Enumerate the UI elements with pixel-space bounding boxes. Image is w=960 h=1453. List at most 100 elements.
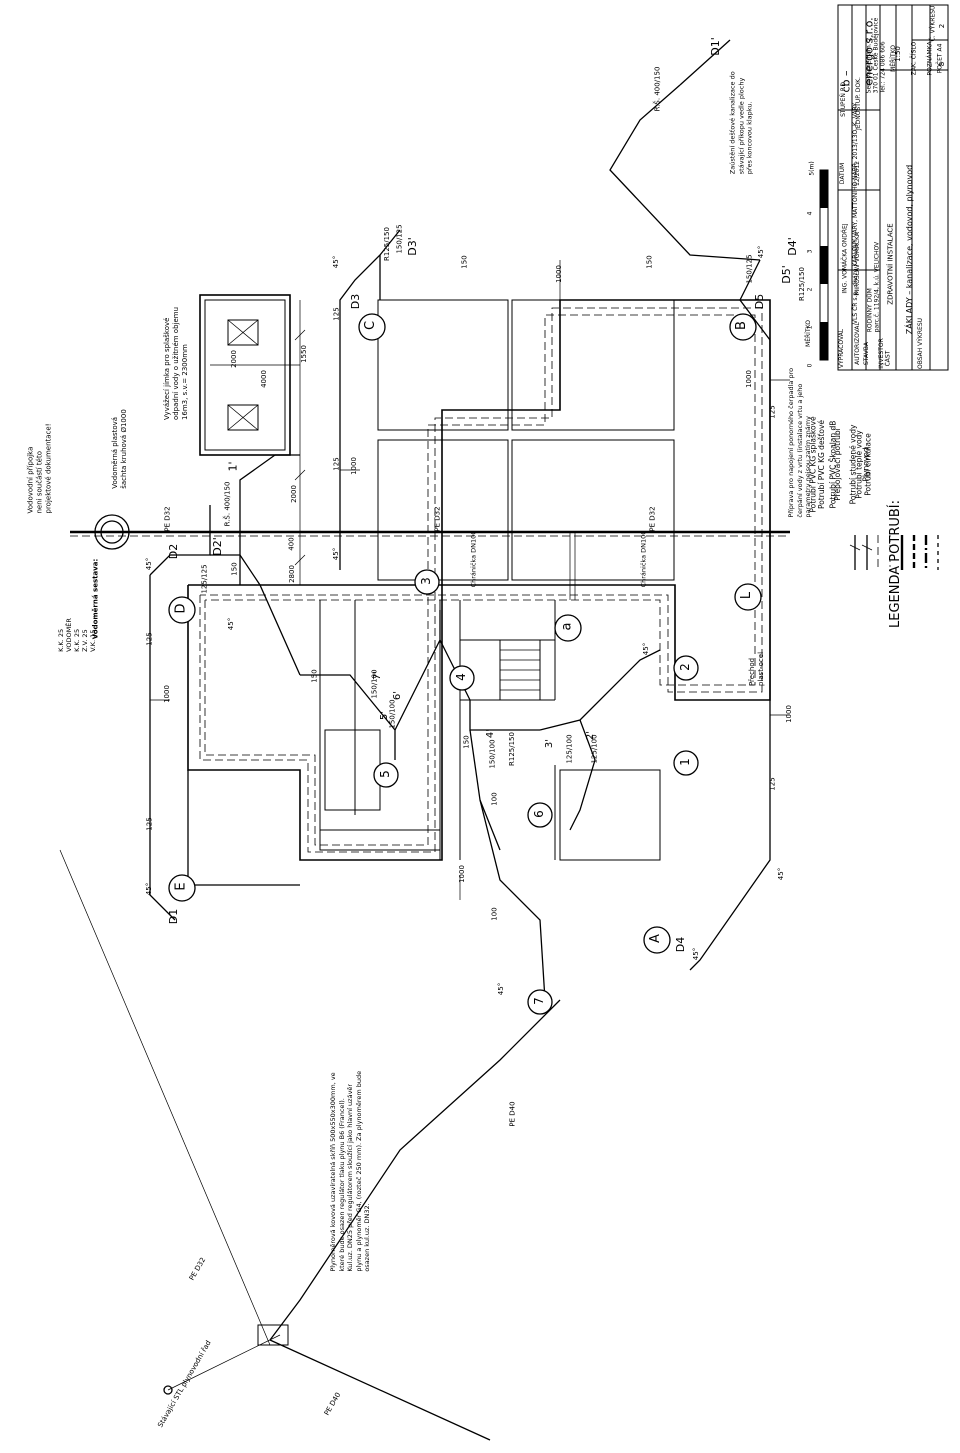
label-125: 125 [145,632,154,646]
label-150-100: 150/100 [488,739,497,769]
node-D5: D5 [753,293,767,310]
label-pe40: PE D40 [508,1101,517,1127]
septic-tank [199,294,300,456]
node-3p: 3' [544,738,556,749]
label-dim-1000: 1000 [554,265,563,283]
node-4p: 4' [485,728,497,739]
label-chranicka-1: Chránička DN100 [469,530,478,588]
label-150: 150 [230,562,239,576]
label-pe32-left: PE D32 [163,506,172,532]
label-r125-150: R125/150 [507,732,516,766]
label-pe32-gas: PE D32 [187,1256,208,1282]
note-vodomerna-sachta: Vodoměrná plastová šachta kruhová Ø1000 [110,409,128,489]
label-150: 150 [460,255,469,269]
label-150: 150 [645,255,654,269]
node-D3p: D3' [405,237,419,256]
tb-company-addr: Senovážné nám. 2 370 01 České Budějovice… [865,17,887,94]
scale-label: MĚŘÍTKO [804,320,812,347]
node-6: 6 [531,810,546,818]
node-D5p: D5' [779,265,793,284]
node-2: 2 [677,663,692,671]
label-dim-2800: 2800 [287,565,296,583]
tb-vypracoval-label: VYPRACOVAL [838,328,846,369]
node-D3: D3 [349,293,363,310]
tb-c-vykresu: 2 [938,23,947,29]
node-6p: 6' [392,690,404,701]
gas-line [59,849,561,1441]
label-r125-150: R125/150 [382,227,391,261]
dimension-lines [150,260,790,900]
label-pe40-gas: PE D40 [322,1391,343,1417]
label-45-deg: 45° [757,245,766,259]
label-pe32-right: PE D32 [648,506,657,532]
label-dim-2000: 2000 [229,350,238,368]
tb-stavba: RODINNÝ DŮM parc.č. 1192/4, k.ú. VELICHO… [866,241,881,333]
tb-cast: ZDRAVOTNÍ INSTALACE [886,223,895,305]
tb-pocet: 8 [938,61,947,67]
tb-datum-label: DATUM [839,162,847,185]
legend-item: Přepojovací potrubí [832,428,842,501]
label-150-125: 150/125 [745,254,754,284]
note-vodovodni-pripojka: Vodovodní přípojka neni součástí této pr… [26,423,53,514]
node-5p: 5' [379,710,391,721]
node-circles [168,313,762,1015]
note-plynomer: Plynoměrová kovová uzavíratelná skříň 50… [329,1070,372,1272]
label-150-125: 150/125 [395,224,404,254]
label-125: 125 [145,817,154,831]
meter-item: K.K. 25 [72,628,81,652]
tb-vypracoval: ING. VOMÁČKA ONDŘEJ [841,223,849,294]
tb-cast-label: ČÁST [884,350,892,367]
tb-stavba-label: STAVBA [863,341,871,366]
label-45-deg: 45° [692,947,701,961]
label-45-deg: 45° [332,547,341,561]
node-D: D [173,603,189,614]
label-125: 125 [768,777,777,791]
node-B: B [733,321,749,330]
node-L: L [739,591,755,600]
label-125-125: 125/125 [200,564,209,594]
scale-tick: 1 [806,325,814,330]
scale-tick: 5(m) [808,161,816,176]
label-45-deg: 45° [227,617,236,631]
label-45-deg: 45° [497,982,506,996]
label-dim-1000: 1000 [457,865,466,883]
note-jimka: Vyvážecí jímka pro splaškové odpadní vod… [163,306,190,421]
label-dim-400: 400 [287,537,296,551]
label-45-deg: 45° [777,867,786,881]
meter-item: VODOMĚR [64,618,73,652]
legend-title: LEGENDA POTRUBÍ: [887,500,903,628]
node-3: 3 [418,577,433,585]
node-C: C [363,320,379,331]
meter-item: Z.V. 25 [80,629,89,652]
node-A: A [647,934,663,943]
label-100: 100 [490,792,499,806]
node-E: E [173,882,189,891]
node-a: a [559,622,575,631]
label-150: 150 [310,669,319,683]
note-stavajici-plynovod: Stávající STL plynovodní řad [156,1339,213,1429]
tb-investor: VLS ČR s.p., divize KARLOVY VARY, MATTON… [852,102,860,325]
water-main-line [70,530,790,600]
legend-samples [849,535,939,570]
node-D4: D4 [674,936,688,953]
label-45-deg: 45° [145,557,154,571]
label-125: 125 [332,457,341,471]
label-rs-400-left: R.Š. 400/150 [223,481,232,527]
tb-c-vykresu-label: Č. VÝKRESU [929,5,937,42]
node-D1p: D1' [708,37,722,56]
sewer-pipes [149,39,771,1001]
stair [499,640,541,701]
label-chranicka-2: Chránička DN100 [639,530,648,588]
meter-item: K.K. 25 [56,628,65,652]
legend-item: Plynovod [861,447,871,482]
legend-item: Potrubí PVC KG dešťové [817,419,827,510]
label-dim-1550: 1550 [299,345,308,363]
node-4: 4 [453,673,468,681]
scale-bar [819,169,829,361]
label-pe32-mid: PE D32 [433,506,442,532]
label-dim-4000: 4000 [259,370,268,388]
label-125: 125 [332,307,341,321]
label-100: 100 [490,907,499,921]
tb-pocet-label: POČET A4 [936,43,944,74]
